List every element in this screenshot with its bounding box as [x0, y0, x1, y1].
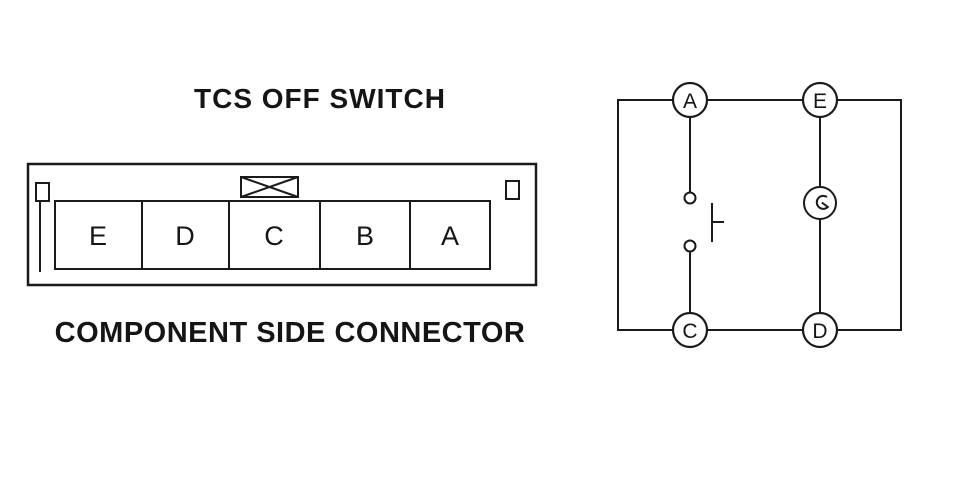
terminal-label-c: C [682, 320, 697, 343]
connector-pin-row: E D C B A [54, 200, 491, 270]
connector-caption: COMPONENT SIDE CONNECTOR [55, 317, 526, 349]
lamp-icon [803, 186, 837, 220]
pin-cavity-a [409, 200, 491, 270]
lamp-bulb-outline [803, 186, 837, 220]
terminal-label-a: A [683, 90, 697, 113]
pin-label-e: E [89, 221, 107, 251]
pin-label-b: B [356, 221, 374, 251]
pin-cavity-c [228, 200, 321, 270]
pin-label-d: D [175, 221, 195, 251]
circuit-schematic: A E C D [617, 81, 902, 349]
pin-label-a: A [441, 221, 459, 251]
pin-cavity-b [319, 200, 411, 270]
terminal-label-e: E [813, 90, 827, 113]
connector-drawing: E D C B A COMPONENT SIDE CONNECTOR [26, 162, 538, 349]
connector-tab-right [505, 180, 520, 200]
terminal-label-d: D [812, 320, 827, 343]
connector-tab-left [35, 182, 50, 202]
terminal-e [801, 81, 839, 119]
lamp-filament [815, 194, 830, 210]
circuit-terminals: A E C D [671, 81, 839, 349]
terminal-c [671, 311, 709, 349]
switch-contact-top [683, 191, 697, 205]
pin-label-c: C [264, 221, 284, 251]
terminal-a [671, 81, 709, 119]
circuit-outline [617, 99, 902, 331]
switch-icon [683, 191, 724, 253]
switch-contact-bottom [683, 239, 697, 253]
terminal-d [801, 311, 839, 349]
diagram-title: TCS OFF SWITCH [194, 83, 446, 114]
connector-keyway-icon [240, 176, 299, 198]
